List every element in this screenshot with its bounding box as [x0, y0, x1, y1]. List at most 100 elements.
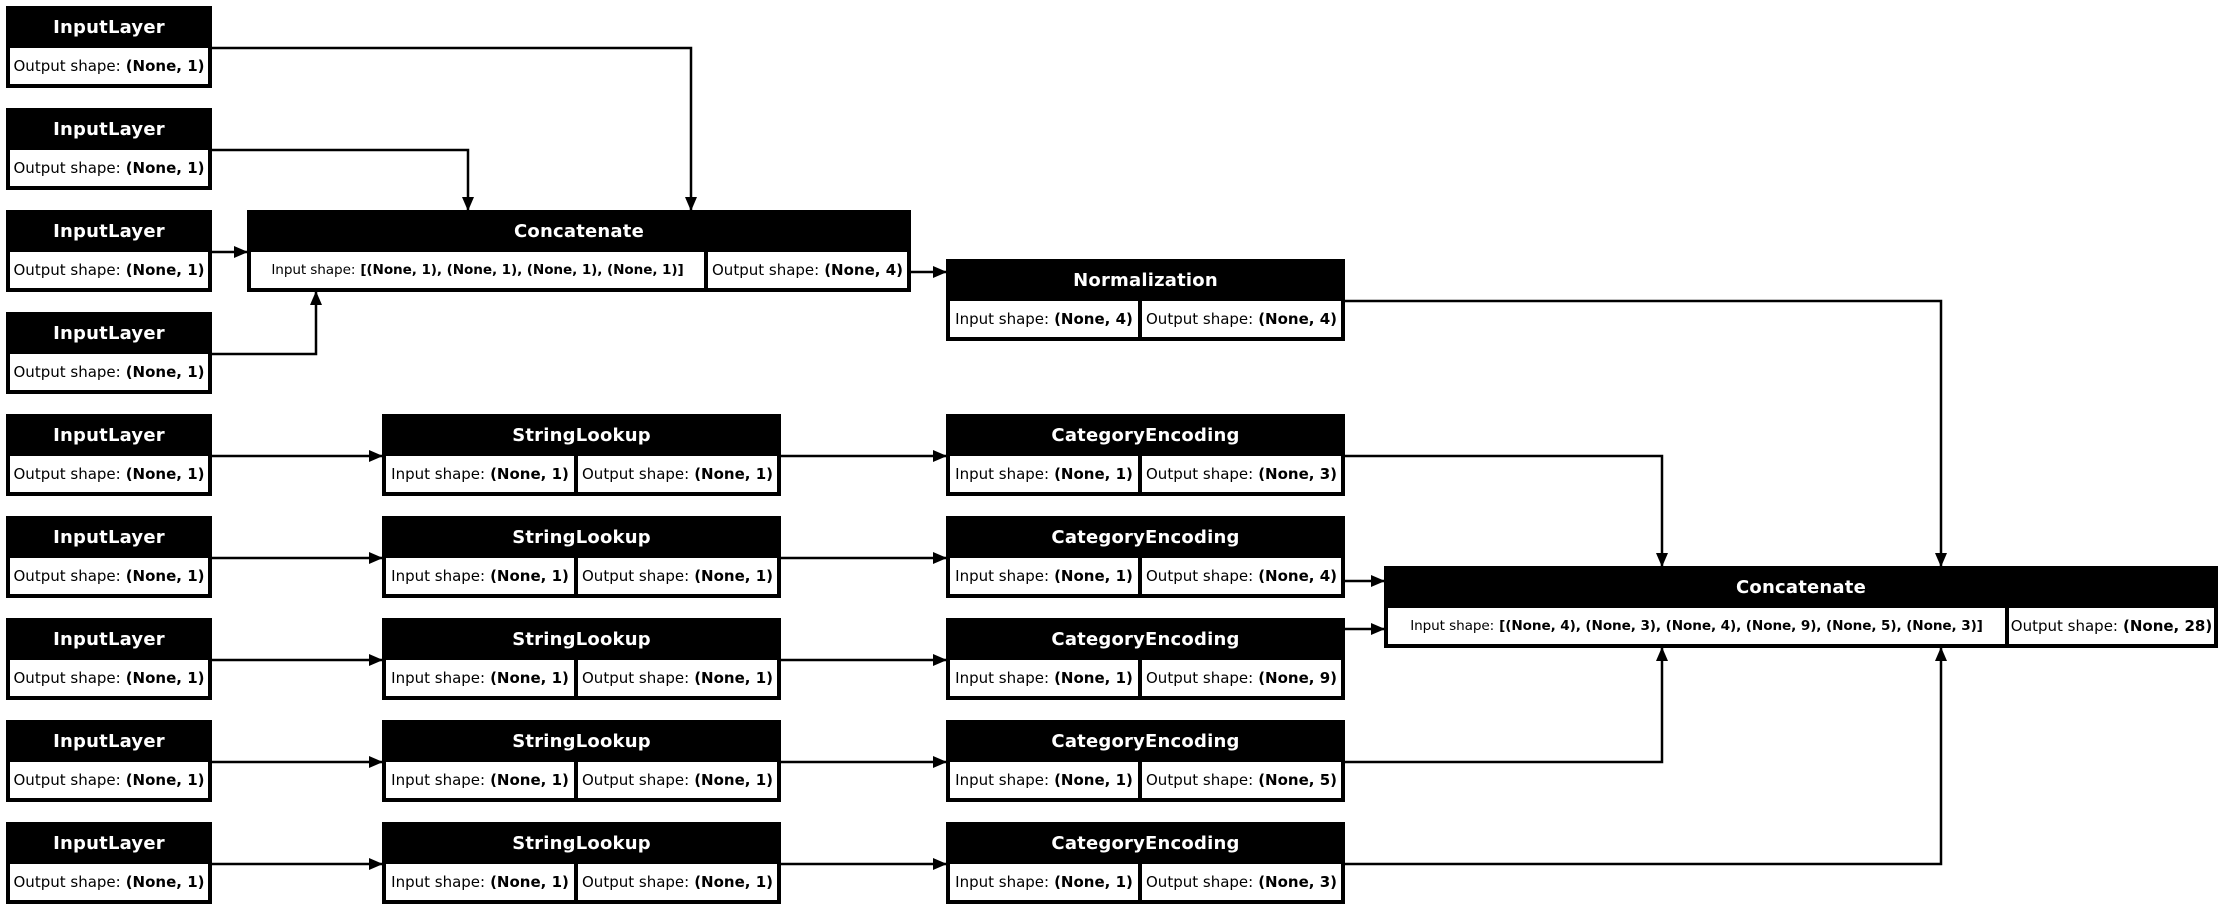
shape-field-label: Output shape:	[1146, 771, 1254, 789]
shape-row: Output shape:(None, 1)	[6, 48, 212, 88]
output-shape-cell: Output shape:(None, 1)	[10, 456, 208, 492]
shape-field-value: (None, 1)	[694, 771, 773, 789]
shape-field-value: (None, 1)	[125, 873, 205, 891]
output-shape-cell: Output shape:(None, 1)	[578, 762, 777, 798]
input-shape-cell: Input shape:(None, 1)	[950, 864, 1138, 900]
shape-field-value: (None, 1)	[1054, 669, 1133, 687]
shape-row: Input shape:(None, 1)Output shape:(None,…	[946, 864, 1345, 904]
shape-field-value: (None, 1)	[125, 159, 205, 177]
edge-category-encoding-5-to-concatenate-2	[1345, 647, 1947, 866]
input-shape-cell: Input shape:(None, 1)	[950, 456, 1138, 492]
shape-row: Output shape:(None, 1)	[6, 456, 212, 496]
shape-row: Input shape:(None, 1)Output shape:(None,…	[382, 864, 781, 904]
shape-field-value: (None, 1)	[490, 567, 569, 585]
shape-field-value: (None, 1)	[490, 465, 569, 483]
layer-type-label: InputLayer	[53, 322, 165, 344]
shape-row: Output shape:(None, 1)	[6, 660, 212, 700]
layer-type-label: StringLookup	[512, 832, 651, 854]
layer-type-label: CategoryEncoding	[1051, 730, 1240, 752]
shape-field-value: (None, 1)	[490, 669, 569, 687]
shape-field-value: (None, 1)	[490, 771, 569, 789]
shape-row: Input shape:(None, 1)Output shape:(None,…	[382, 558, 781, 598]
shape-field-label: Output shape:	[582, 669, 690, 687]
input-shape-cell: Input shape:(None, 1)	[950, 762, 1138, 798]
edge-input-1-to-concatenate-1	[212, 46, 697, 211]
shape-field-value: (None, 4)	[1258, 310, 1337, 328]
shape-field-value: (None, 1)	[125, 771, 205, 789]
shape-row: Input shape:[(None, 1), (None, 1), (None…	[247, 252, 911, 292]
shape-field-value: (None, 1)	[125, 57, 205, 75]
shape-field-label: Output shape:	[13, 363, 121, 381]
shape-field-value: (None, 4)	[824, 261, 903, 279]
shape-row: Input shape:(None, 1) Output shape: (None,…	[382, 660, 781, 700]
shape-field-label: Output shape:	[582, 771, 690, 789]
shape-row: Input shape:(None, 1)Output shape:(None,…	[382, 456, 781, 496]
edge-category-encoding-4-to-concatenate-2	[1345, 647, 1668, 764]
layer-type-label: Normalization	[1073, 269, 1218, 291]
shape-row: Input shape:(None, 1)Output shape:(None,…	[946, 558, 1345, 598]
layer-type-label: CategoryEncoding	[1051, 628, 1240, 650]
shape-row: Input shape:(None, 1) Output shape:(None,…	[946, 456, 1345, 496]
input-shape-cell: Input shape:(None, 1)	[386, 660, 574, 696]
shape-row: Output shape:(None, 1)	[6, 354, 212, 394]
shape-field-label: Input shape:	[955, 310, 1050, 328]
shape-row: Output shape:(None, 1)	[6, 762, 212, 802]
output-shape-cell: Output shape:(None, 1)	[578, 456, 777, 492]
output-shape-cell: Output shape:(None, 3)	[1142, 864, 1341, 900]
shape-row: Input shape:[(None, 4), (None, 3), (None…	[1384, 608, 2218, 648]
shape-field-label: Input shape:	[955, 465, 1050, 483]
shape-field-label: Output shape:	[1146, 465, 1254, 483]
shape-field-label: Input shape:	[391, 771, 486, 789]
shape-field-value: (None, 3)	[1258, 465, 1337, 483]
shape-field-label: Input shape:	[391, 873, 486, 891]
shape-field-label: Input shape:	[955, 669, 1050, 687]
shape-field-value: (None, 1)	[490, 873, 569, 891]
shape-row: Output shape:(None, 1)	[6, 864, 212, 904]
shape-field-label: Output shape:	[582, 465, 690, 483]
shape-field-label: Input shape:	[955, 873, 1050, 891]
shape-field-label: Input shape:	[391, 669, 486, 687]
shape-field-label: Output shape:	[13, 465, 121, 483]
shape-field-value: (None, 1)	[125, 465, 205, 483]
shape-field-label: Input shape:	[271, 262, 356, 278]
shape-field-value: (None, 9)	[1258, 669, 1337, 687]
layer-type-label: Concatenate	[514, 220, 644, 242]
edge-category-encoding-1-to-concatenate-2	[1345, 454, 1668, 567]
shape-row: Input shape:(None, 1)Output shape:(None,…	[946, 660, 1345, 700]
output-shape-cell: Output shape:(None, 4)	[1142, 558, 1341, 594]
shape-field-label: Output shape:	[582, 873, 690, 891]
shape-field-label: Output shape:	[712, 261, 820, 279]
shape-field-value: (None, 1)	[1054, 873, 1133, 891]
layer-type-label: CategoryEncoding	[1051, 832, 1240, 854]
shape-field-value: (None, 28)	[2122, 617, 2213, 635]
shape-row: Input shape:(None, 1)Output shape:(None,…	[946, 762, 1345, 802]
shape-field-label: Output shape:	[13, 567, 121, 585]
output-shape-cell: Output shape:(None, 1)	[10, 354, 208, 390]
shape-field-label: Input shape:	[391, 567, 486, 585]
input-shape-cell: Input shape:(None, 1)	[386, 558, 574, 594]
shape-field-value: (None, 1)	[125, 363, 205, 381]
shape-field-value: (None, 1)	[125, 669, 205, 687]
shape-field-value: [(None, 4), (None, 3), (None, 4), (None,…	[1499, 618, 1983, 634]
shape-field-value: [(None, 1), (None, 1), (None, 1), (None,…	[360, 262, 684, 278]
output-shape-cell: Output shape:(None, 5)	[1142, 762, 1341, 798]
layer-type-label: InputLayer	[53, 526, 165, 548]
shape-field-label: Output shape:	[1146, 873, 1254, 891]
shape-field-value: (None, 5)	[1258, 771, 1337, 789]
shape-field-value: (None, 3)	[1258, 873, 1337, 891]
input-shape-cell: Input shape:[(None, 1), (None, 1), (None…	[251, 252, 704, 288]
input-shape-cell: Input shape:(None, 1)	[950, 660, 1138, 696]
